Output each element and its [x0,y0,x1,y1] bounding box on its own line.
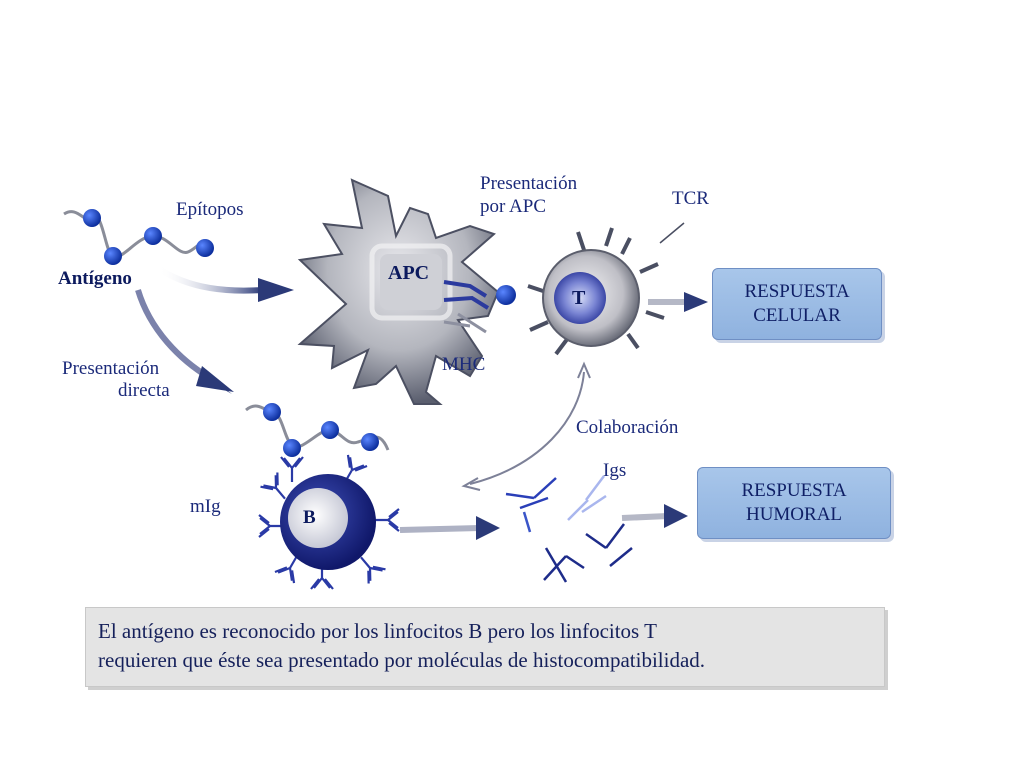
collaboration-label: Colaboración [576,417,679,438]
caption-line1: El antígeno es reconocido por los linfoc… [98,619,657,643]
tcr-pointer [659,222,685,244]
epitope-bead [104,247,122,265]
humoral-response-line2: HUMORAL [745,504,843,525]
epitope-bead [361,433,379,451]
t-cell [527,222,685,356]
caption-line2: requieren que éste sea presentado por mo… [98,648,706,672]
tcr-label: TCR [672,188,709,209]
humoral-response-line1: RESPUESTA [741,480,847,501]
free-immunoglobulins [505,475,633,583]
cellular-response-box: RESPUESTA CELULAR [712,268,882,340]
collaboration-arrow [461,361,591,491]
antigen-chain [63,209,214,265]
apc-presentation-line2: por APC [480,196,546,217]
epitope-bead [83,209,101,227]
caption-box: El antígeno es reconocido por los linfoc… [85,607,885,687]
epitope-bead [263,403,281,421]
apc-label: APC [388,262,430,284]
epitope-bead [196,239,214,257]
arrow-b-to-igs [399,516,500,540]
igs-label: Igs [603,460,627,481]
direct-presentation-line1: Presentación [62,358,160,379]
apc-cell [297,178,500,405]
mig-label: mIg [190,496,221,517]
apc-presentation-label: Presentación por APC [480,172,577,218]
mhc-label: MHC [442,354,486,375]
arrow-antigen-to-apc [156,265,294,302]
epitope-bead [321,421,339,439]
antigen-label: Antígeno [58,268,132,289]
apc-presentation-line1: Presentación [480,173,578,194]
cellular-response-line2: CELULAR [753,305,841,326]
cellular-response-line1: RESPUESTA [744,281,850,302]
epitope-bead [283,439,301,457]
presented-epitope [496,285,516,305]
b-cell-label: B [303,507,316,528]
epitopes-label: Epítopos [176,199,244,220]
epitope-bead [144,227,162,245]
humoral-response-box: RESPUESTA HUMORAL [697,467,891,539]
direct-presentation-line2: directa [118,380,170,401]
antigen-chain-b [245,403,390,457]
arrow-to-cellular-response [648,292,708,312]
arrow-to-humoral-response [621,504,688,528]
direct-presentation-label: Presentación directa [62,358,170,402]
b-cell [257,453,401,591]
arrow-direct-presentation [135,289,234,394]
t-cell-label: T [572,287,586,309]
